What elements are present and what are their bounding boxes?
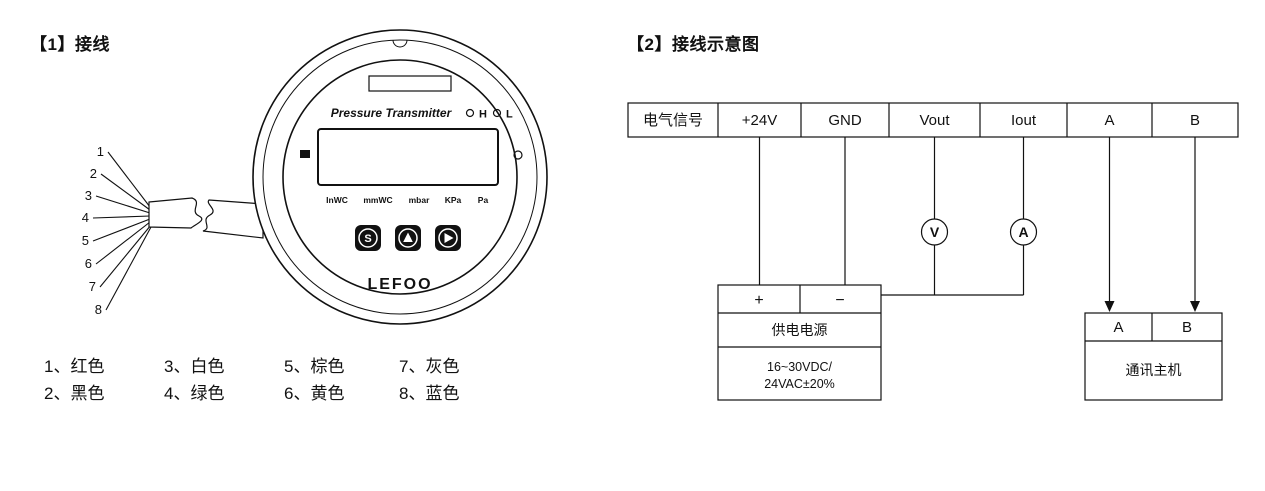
wire-line-6	[95, 221, 151, 265]
wire-line-3	[95, 195, 151, 214]
header-24v: +24V	[742, 112, 777, 129]
power-supply-label: 供电电源	[772, 322, 828, 338]
comm-a-label: A	[1113, 319, 1123, 336]
header-gnd: GND	[828, 112, 862, 129]
wire-line-4	[92, 215, 151, 219]
wire-number-8: 8	[95, 302, 102, 317]
arrow-b-icon	[1190, 301, 1200, 312]
l-indicator-label: L	[506, 109, 513, 121]
wire-number-4: 4	[82, 210, 89, 225]
legend-item-2: 2、黑色	[44, 384, 105, 403]
header-b: B	[1190, 112, 1200, 129]
voltmeter-circle	[920, 218, 949, 246]
header-vout: Vout	[919, 112, 950, 129]
wire-fan	[92, 151, 152, 311]
comm-box-border	[1084, 312, 1223, 401]
header-iout: Iout	[1011, 112, 1037, 129]
power-spec-line1: 16~30VDC/	[767, 360, 832, 374]
power-supply-box: + − 供电电源 16~30VDC/ 24VAC±20%	[717, 284, 882, 401]
label-window	[368, 75, 452, 92]
up-button-ring	[398, 228, 418, 248]
pressure-transmitter: Pressure Transmitter H L InWC mmWC mbar …	[252, 29, 548, 325]
header-signal: 电气信号	[643, 112, 703, 129]
up-button	[395, 225, 421, 251]
unit-label-pa: Pa	[478, 195, 489, 205]
wire-number-1: 1	[97, 144, 104, 159]
right-button	[435, 225, 461, 251]
set-button-label: S	[364, 233, 371, 245]
legend-item-4: 4、绿色	[164, 384, 225, 403]
gauge-bezel-ring	[282, 59, 518, 295]
wire-numbers: 1 2 3 4 5 6 7 8	[82, 144, 104, 317]
ammeter-circle	[1009, 218, 1038, 246]
legend-item-6: 6、黄色	[284, 384, 345, 403]
legend-item-1: 1、红色	[44, 357, 105, 376]
ammeter: A	[1009, 218, 1038, 246]
unit-label-mbar: mbar	[409, 195, 430, 205]
legend-item-3: 3、白色	[164, 357, 225, 376]
wire-color-legend: 1、红色 3、白色 5、棕色 7、灰色 2、黑色 4、绿色 6、黄色 8、蓝色	[44, 353, 459, 407]
comm-host-label: 通讯主机	[1126, 362, 1182, 378]
legend-row-2: 2、黑色 4、绿色 6、黄色 8、蓝色	[44, 380, 459, 407]
h-indicator-dot	[465, 108, 475, 118]
wire-number-7: 7	[89, 279, 96, 294]
legend-item-5: 5、棕色	[284, 357, 345, 376]
legend-item-7: 7、灰色	[399, 357, 460, 376]
header-a: A	[1104, 112, 1114, 129]
legend-item-8: 8、蓝色	[399, 384, 460, 403]
cable-left-segment	[148, 197, 203, 229]
up-arrow-icon	[403, 232, 413, 242]
wire-number-2: 2	[90, 166, 97, 181]
power-spec-line2: 24VAC±20%	[764, 377, 835, 391]
signal-table-border	[627, 102, 1239, 138]
lcd-display	[317, 128, 499, 186]
wire-number-5: 5	[82, 233, 89, 248]
voltmeter-label: V	[930, 224, 940, 240]
device-name-label: Pressure Transmitter	[331, 106, 453, 120]
section-2-title: 【2】接线示意图	[627, 35, 760, 54]
signal-table: 电气信号 +24V GND Vout Iout A B	[627, 102, 1239, 138]
wire-number-3: 3	[85, 188, 92, 203]
unit-label-inwc: InWC	[326, 195, 348, 205]
power-minus-label: −	[835, 292, 844, 309]
right-button-ring	[438, 228, 458, 248]
comm-host-box: A B 通讯主机	[1084, 312, 1223, 401]
wire-line-7	[99, 224, 152, 288]
brand-logo: LEFOO	[367, 276, 432, 293]
wire-line-2	[100, 173, 151, 211]
connection-lines	[758, 137, 1196, 302]
ammeter-label: A	[1018, 224, 1028, 240]
cable-right-segment	[202, 199, 264, 239]
voltmeter: V	[920, 218, 949, 246]
h-indicator-label: H	[479, 109, 487, 121]
wire-line-1	[107, 151, 151, 208]
legend-row-1: 1、红色 3、白色 5、棕色 7、灰色	[44, 353, 459, 380]
set-button: S	[355, 225, 381, 251]
arrow-a-icon	[1104, 301, 1115, 312]
unit-label-mmwc: mmWC	[363, 195, 392, 205]
right-arrow-icon	[444, 233, 454, 243]
section-1-title: 【1】接线	[30, 35, 110, 54]
wire-number-6: 6	[85, 256, 92, 271]
gauge-top-notch	[392, 39, 408, 48]
power-plus-label: +	[754, 292, 763, 309]
unit-label-kpa: KPa	[445, 195, 462, 205]
gauge-middle-ring	[262, 39, 538, 315]
l-indicator-dot	[492, 108, 502, 118]
wire-line-8	[105, 226, 152, 311]
wire-line-5	[92, 218, 151, 242]
status-mark	[300, 150, 310, 158]
screw-hole	[513, 150, 523, 160]
comm-b-label: B	[1182, 319, 1192, 336]
set-button-ring	[358, 228, 378, 248]
